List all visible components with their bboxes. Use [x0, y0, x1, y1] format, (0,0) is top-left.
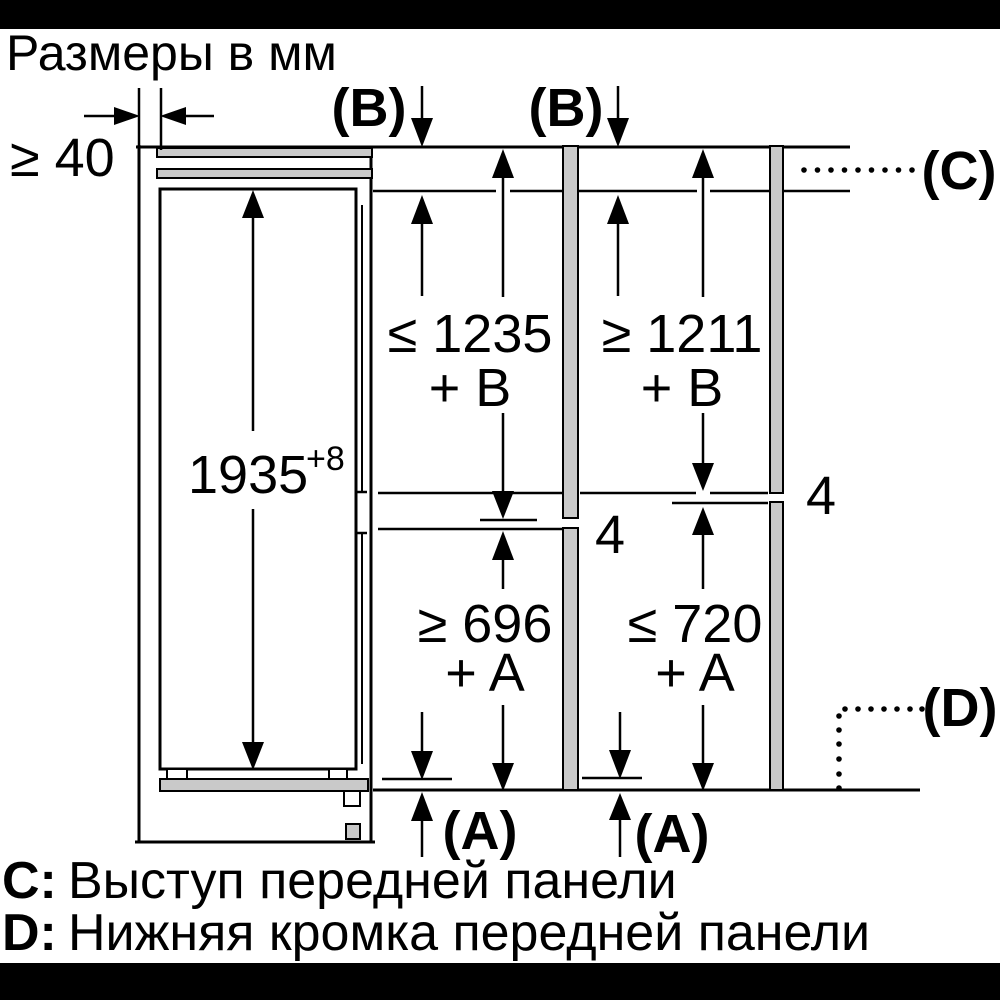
dot	[855, 706, 861, 712]
arrow-down-icon	[411, 751, 433, 780]
dot	[836, 785, 842, 791]
appliance-foot-right	[328, 768, 348, 780]
dot	[828, 167, 834, 173]
arrow-down-icon	[242, 742, 264, 770]
top-vent-strip-lower	[156, 168, 373, 179]
upper-left-value: ≤ 1235	[388, 304, 553, 364]
adjustable-foot	[343, 790, 361, 807]
letterbox-bottom-bar	[0, 963, 1000, 1000]
lower-left-door-dimension: ≥ 696 + A	[418, 531, 553, 791]
page-title: Размеры в мм	[6, 25, 337, 81]
upper-right-door-dimension: ≥ 1211 + B	[602, 149, 763, 491]
dot	[882, 167, 888, 173]
arrow-right-icon	[114, 107, 140, 125]
dot	[841, 167, 848, 173]
dot	[836, 741, 842, 747]
lower-left-value: ≥ 696	[418, 594, 553, 654]
arrow-down-icon	[692, 763, 714, 791]
a-dimension-right: (A)	[582, 712, 709, 864]
dot	[842, 706, 848, 712]
letterbox-top-bar	[0, 0, 1000, 29]
c-label: (C)	[922, 141, 997, 201]
dot	[894, 706, 900, 712]
upper-right-addend: + B	[641, 358, 724, 418]
left-panel-lower	[562, 527, 579, 791]
lower-left-addend: + A	[445, 643, 525, 703]
arrow-up-icon	[411, 792, 433, 821]
joint-gap-left-value: 4	[595, 505, 625, 565]
dot	[855, 167, 861, 173]
side-clearance-value: ≥ 40	[10, 128, 115, 188]
upper-left-addend: + B	[429, 358, 512, 418]
b-dimension-left: (B)	[332, 78, 433, 296]
cabinet-outline	[135, 145, 850, 844]
dot	[868, 706, 874, 712]
dot	[836, 727, 842, 733]
legend-c-text: Выступ передней панели	[68, 852, 677, 910]
arrow-up-icon	[692, 149, 714, 178]
appliance-plinth-panel	[159, 778, 369, 792]
niche-height-value: 1935	[188, 445, 308, 505]
appliance-foot-left	[166, 768, 188, 780]
door-split-lines: 4 4	[378, 466, 836, 565]
dot	[895, 167, 902, 173]
right-panel-lower	[769, 501, 784, 791]
c-callout: (C)	[801, 141, 996, 201]
b-right-label: (B)	[529, 78, 604, 138]
joint-gap-right-value: 4	[806, 466, 836, 526]
legend-c-prefix: C:	[2, 852, 57, 910]
top-vent-strip-upper	[156, 147, 373, 158]
dot	[836, 713, 842, 719]
niche-height-dimension: 1935 +8	[188, 190, 345, 770]
arrow-down-icon	[492, 763, 514, 791]
a-left-label: (A)	[443, 801, 518, 861]
dot	[836, 756, 842, 762]
dot	[814, 167, 821, 173]
arrow-down-icon	[692, 463, 714, 491]
arrow-down-icon	[411, 118, 433, 147]
upper-left-door-dimension: ≤ 1235 + B	[388, 149, 553, 519]
arrow-up-icon	[411, 195, 433, 224]
appliance-box	[158, 187, 358, 771]
legend-d-prefix: D:	[2, 904, 57, 962]
lower-right-addend: + A	[655, 643, 735, 703]
arrow-up-icon	[692, 507, 714, 535]
dot	[907, 706, 913, 712]
dot	[801, 167, 807, 173]
side-clearance-dimension: ≥ 40	[10, 88, 214, 188]
legend-d-text: Нижняя кромка передней панели	[68, 904, 870, 962]
furniture-panels	[562, 145, 784, 791]
left-panel-upper	[562, 145, 579, 519]
legend: C: Выступ передней панели D: Нижняя кром…	[2, 852, 870, 962]
lower-right-door-dimension: ≤ 720 + A	[628, 507, 763, 791]
dot	[836, 771, 842, 777]
arrow-left-icon	[160, 107, 186, 125]
arrow-up-icon	[609, 793, 631, 820]
niche-height-tolerance: +8	[306, 440, 345, 478]
arrow-up-icon	[492, 531, 514, 560]
arrow-up-icon	[492, 149, 514, 178]
d-callout: (D)	[836, 678, 997, 791]
dot	[919, 706, 925, 712]
upper-right-value: ≥ 1211	[602, 304, 763, 364]
dot	[868, 167, 875, 173]
arrow-down-icon	[607, 118, 629, 147]
foot-pad	[345, 823, 361, 840]
a-dimension-left: (A)	[382, 712, 517, 861]
dot	[881, 706, 887, 712]
arrow-down-icon	[609, 750, 631, 779]
b-dimension-right: (B)	[529, 78, 629, 296]
dot	[909, 167, 915, 173]
right-panel-upper	[769, 145, 784, 494]
arrow-up-icon	[607, 195, 629, 224]
arrow-down-icon	[492, 491, 514, 519]
arrow-up-icon	[242, 190, 264, 218]
d-label: (D)	[923, 678, 998, 738]
b-left-label: (B)	[332, 78, 407, 138]
appliance-body	[158, 187, 369, 840]
a-right-label: (A)	[635, 804, 710, 864]
lower-right-value: ≤ 720	[628, 594, 763, 654]
